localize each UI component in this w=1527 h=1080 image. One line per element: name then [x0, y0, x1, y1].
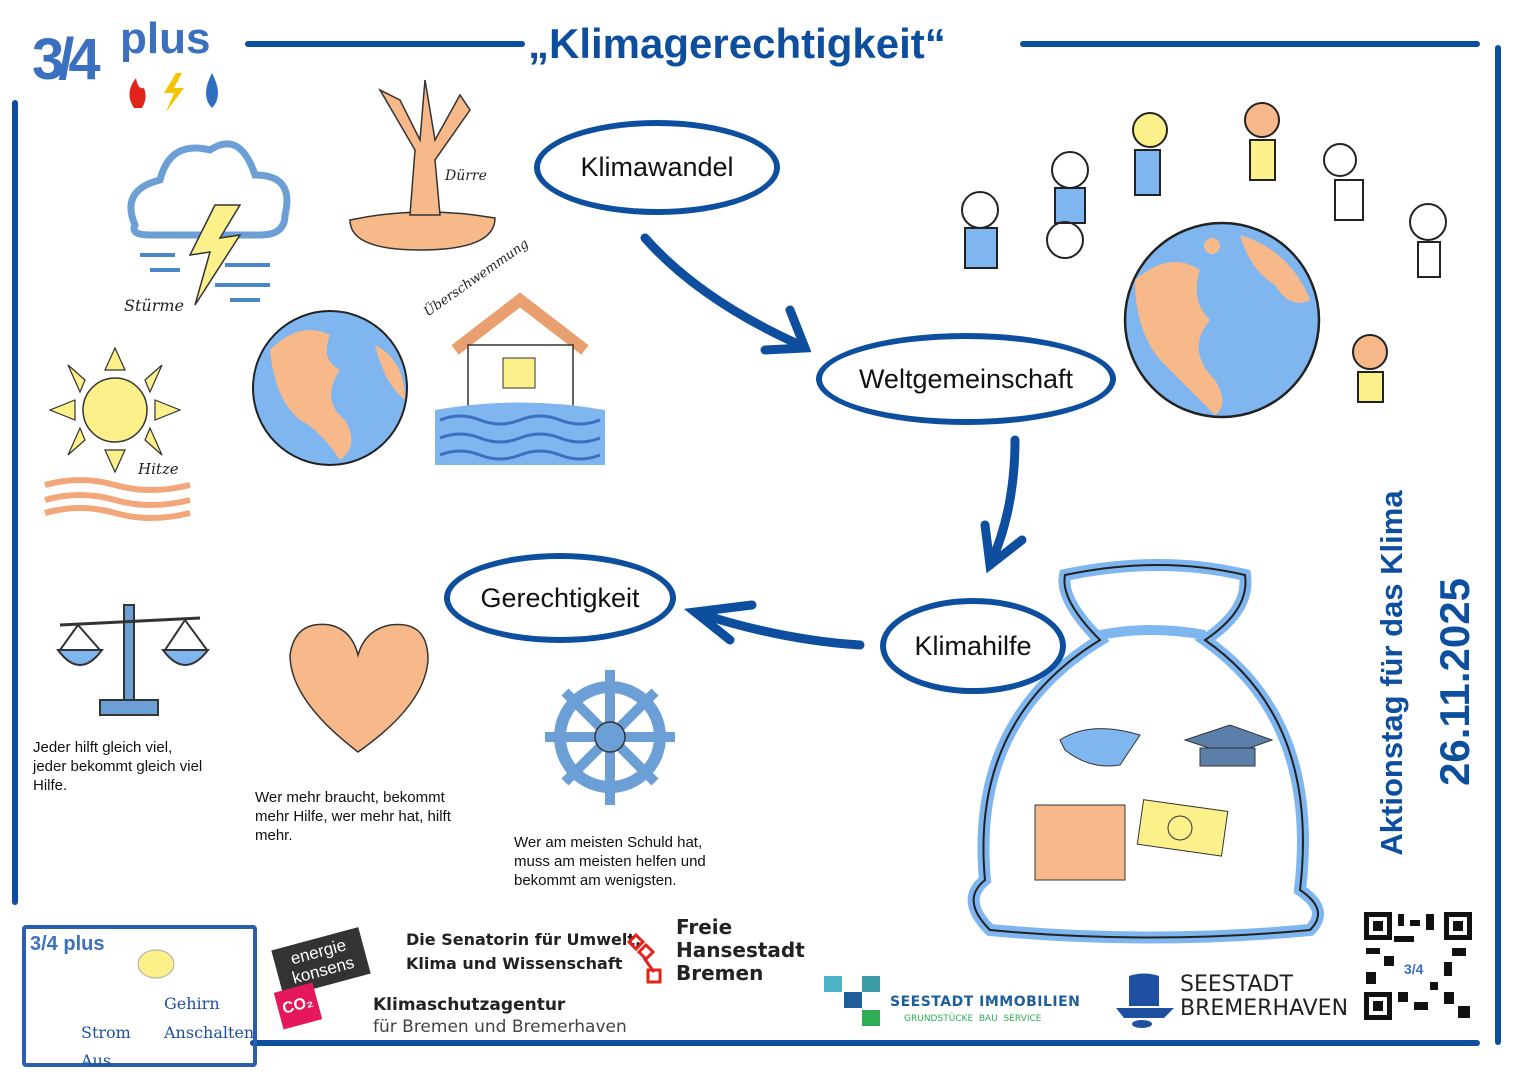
svg-text:3/4: 3/4 [1404, 961, 1424, 977]
caption-equality: Jeder hilft gleich viel, jeder bekommt g… [33, 739, 203, 794]
label-hitze: Hitze [138, 460, 179, 478]
logo-34plus: 3/4 plus [32, 14, 232, 113]
logo-fraction: 3/4 [32, 27, 101, 92]
frame-top-right [1020, 41, 1480, 47]
children-illustration [961, 102, 1447, 403]
frame-bottom [250, 1040, 1480, 1046]
seestadt-immobilien-line2: GRUNDSTÜCKE BAU SERVICE [904, 1014, 1042, 1024]
event-date: 26.11.2025 [1431, 578, 1478, 786]
bremerhaven-logo: SEESTADT BREMERHAVEN [1180, 973, 1348, 1021]
bremerhaven-ship-icon [1116, 973, 1174, 1028]
ship-wheel-icon [545, 670, 675, 805]
big-globe-icon [1123, 221, 1321, 419]
frame-right [1495, 45, 1501, 1045]
campaign-aus: Aus [81, 1051, 112, 1070]
campaign-logo: 3/4 plus Gehirn Anschalten Strom Aus [22, 925, 257, 1070]
caption-need: Wer mehr braucht, bekommt mehr Hilfe, we… [255, 789, 451, 844]
seestadt-immobilien-line1: SEESTADT IMMOBILIEN [890, 994, 1081, 1010]
node-weltgemeinschaft: Weltgemeinschaft [816, 333, 1116, 425]
bremen-line3: Bremen [676, 961, 764, 985]
node-gerechtigkeit: Gerechtigkeit [444, 553, 676, 643]
bremen-key-icon [626, 932, 662, 984]
arrow-weltgemeinschaft-klimahilfe [980, 435, 1027, 574]
bremen-logo: Freie Hansestadt Bremen [676, 916, 805, 985]
klimaschutz-line1: Klimaschutzagentur [373, 995, 566, 1015]
node-klimawandel: Klimawandel [534, 120, 780, 215]
storm-cloud-icon [127, 140, 291, 306]
globe-icon [252, 310, 408, 466]
bremen-line2: Hansestadt [676, 938, 805, 962]
label-duerre: Dürre [445, 168, 487, 184]
campaign-anschalten: Anschalten [164, 1023, 255, 1042]
bremen-line1: Freie [676, 915, 733, 939]
event-title: Aktionstag für das Klima [1374, 490, 1409, 856]
arrow-klimawandel-weltgemeinschaft [640, 233, 812, 355]
senatorin-line1: Die Senatorin für Umwelt, [406, 930, 642, 949]
campaign-strom: Strom [81, 1023, 131, 1042]
bremerhaven-line1: SEESTADT [1180, 972, 1293, 997]
senatorin-line2: Klima und Wissenschaft [406, 954, 623, 973]
brain-bulb-icon [137, 949, 175, 979]
node-label: Klimawandel [580, 152, 734, 182]
caption-guilt: Wer am meisten Schuld hat, muss am meist… [514, 834, 706, 889]
balance-scale-icon [56, 604, 211, 716]
money-bag-icon [967, 559, 1324, 944]
klimaschutzagentur-logo: Klimaschutzagentur für Bremen und Bremer… [373, 994, 627, 1038]
sun-icon [44, 346, 191, 521]
node-label: Weltgemeinschaft [858, 363, 1074, 394]
logo-plus: plus [120, 14, 211, 63]
dead-tree-icon [349, 79, 496, 251]
klimaschutz-line2: für Bremen und Bremerhaven [373, 1017, 627, 1037]
campaign-logo-text: 3/4 plus [30, 933, 105, 955]
flooded-house-icon [435, 292, 605, 465]
seestadt-immobilien-icon [824, 976, 880, 1026]
energiekonsens-logo: energie konsens CO₂ [271, 927, 372, 1032]
node-label: Gerechtigkeit [480, 582, 640, 613]
senatorin-logo: Die Senatorin für Umwelt, Klima und Wiss… [406, 928, 641, 976]
frame-top-left [245, 41, 525, 47]
node-klimahilfe: Klimahilfe [880, 598, 1066, 694]
arrow-klimahilfe-gerechtigkeit [683, 600, 865, 650]
seestadt-immobilien-logo: SEESTADT IMMOBILIEN GRUNDSTÜCKE BAU SERV… [890, 994, 1080, 1024]
label-stuerme: Stürme [124, 296, 184, 315]
qr-code[interactable]: 3/4 [1364, 912, 1472, 1020]
heart-icon [289, 623, 429, 753]
campaign-gehirn: Gehirn [164, 994, 220, 1013]
frame-left [12, 100, 18, 905]
page-title: „Klimagerechtigkeit“ [528, 20, 946, 67]
fire-bolt-drop-icon [129, 73, 218, 112]
bremerhaven-line2: BREMERHAVEN [1180, 996, 1349, 1021]
node-label: Klimahilfe [914, 630, 1032, 661]
